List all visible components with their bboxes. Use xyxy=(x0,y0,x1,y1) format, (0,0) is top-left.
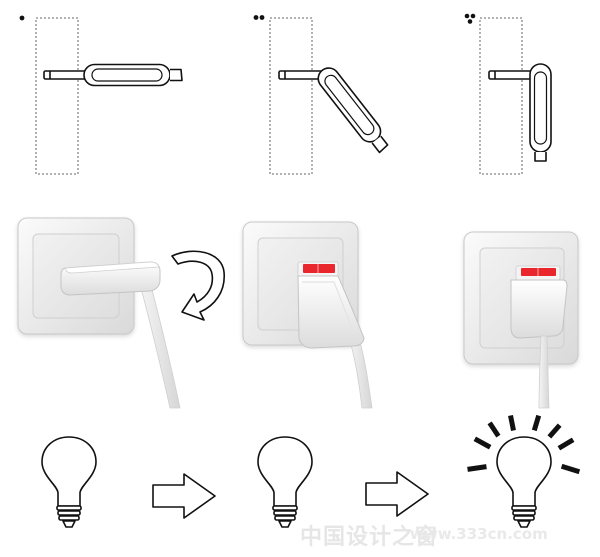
socket-render-2 xyxy=(242,221,373,409)
watermark: 中国设计之窗 www.333cn.com xyxy=(300,519,590,551)
diagram-plug-straight xyxy=(35,17,183,175)
diagram-plug-folded xyxy=(479,17,552,175)
curved-arrow-icon xyxy=(171,250,225,321)
light-rays xyxy=(467,414,581,475)
plug-render xyxy=(60,261,161,296)
light-bulb-icon xyxy=(496,436,552,528)
wall-outline xyxy=(269,17,313,175)
wall-outline xyxy=(35,17,79,175)
wall-outline xyxy=(479,17,523,175)
power-cord xyxy=(347,327,373,409)
watermark-title: 中国设计之窗 xyxy=(300,525,439,550)
step-2-indicator xyxy=(253,15,265,20)
socket-render-3 xyxy=(463,231,579,409)
socket-render-1 xyxy=(17,217,225,409)
diagram-plug-tilted xyxy=(269,17,389,175)
step-1-indicator xyxy=(19,15,25,21)
power-cord xyxy=(139,281,181,409)
plug-outline xyxy=(278,67,389,154)
power-cord xyxy=(538,335,550,409)
watermark-url: www.333cn.com xyxy=(410,525,548,543)
right-arrow-icon xyxy=(365,471,429,517)
right-arrow-icon xyxy=(152,473,216,519)
light-bulb-icon xyxy=(41,436,97,528)
step-3-indicator xyxy=(464,13,476,24)
plug-render xyxy=(297,275,365,349)
plug-render xyxy=(510,279,568,339)
plug-outline xyxy=(488,63,552,162)
plug-outline xyxy=(43,63,183,87)
indicator-strip xyxy=(303,264,335,273)
light-bulb-icon xyxy=(257,436,313,528)
